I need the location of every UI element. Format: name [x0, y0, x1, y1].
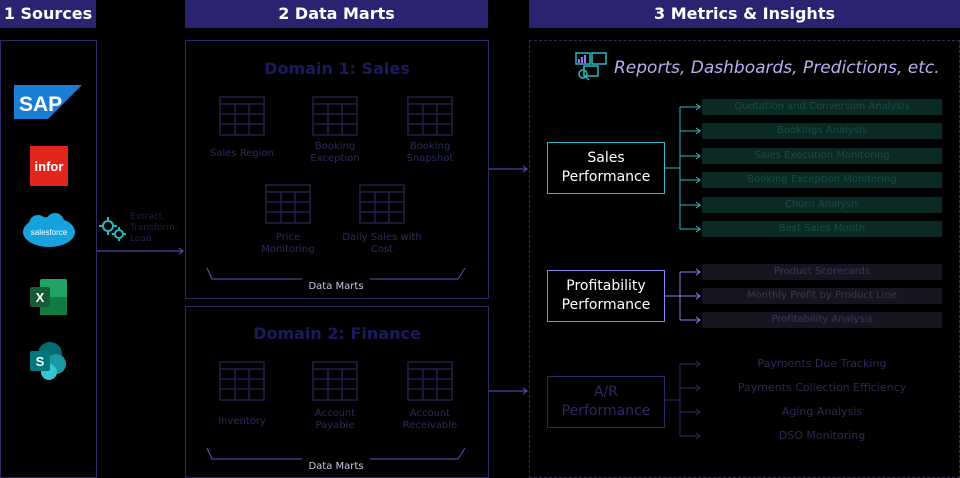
table-label: Account Receivable [402, 408, 458, 431]
domain2-title: Domain 2: Finance [253, 324, 421, 343]
data-marts-label-2: Data Marts [302, 454, 370, 473]
table-icon [219, 361, 265, 405]
table-label: Booking Snapshot [406, 141, 454, 164]
sales-metric: Best Sales Month [702, 221, 942, 237]
infor-logo-text: infor [34, 158, 64, 174]
table-label: Account Payable [314, 408, 356, 431]
table-label: Sales Region [209, 148, 275, 159]
sources-header: 1 Sources [0, 0, 96, 28]
sales-metric: Booking Exception Monitoring [702, 172, 942, 188]
sap-logo-text: SAP [19, 93, 62, 116]
table-icon [359, 184, 405, 228]
gears-icon [98, 216, 128, 242]
table-icon [312, 96, 358, 140]
sales-metric: Bookings Analysis [702, 123, 942, 139]
salesforce-logo-text: salesforce [31, 228, 68, 237]
table-label: Price Monitoring [261, 232, 315, 255]
ar-metric: Payments Collection Efficiency [737, 381, 907, 394]
table-icon [407, 361, 453, 405]
insights-title: Reports, Dashboards, Predictions, etc. [614, 58, 940, 78]
ar-performance-box: A/R Performance [547, 376, 665, 428]
profitability-metric: Product Scorecards [702, 264, 942, 280]
dashboard-icon [574, 51, 608, 83]
sharepoint-icon: S [28, 342, 68, 380]
sales-performance-box: Sales Performance [547, 142, 665, 194]
profitability-metric: Profitability Analysis [702, 312, 942, 328]
excel-icon: X [30, 278, 68, 316]
metrics-header: 3 Metrics & Insights [529, 0, 960, 28]
data-marts-label-1: Data Marts [302, 274, 370, 293]
data-marts-header: 2 Data Marts [185, 0, 488, 28]
data-marts-label-text: Data Marts [302, 281, 370, 292]
sales-metric: Quotation and Conversion Analysis [702, 99, 942, 115]
table-label: Daily Sales with Cost [342, 232, 422, 255]
domain1-panel [185, 40, 489, 299]
table-icon [265, 184, 311, 228]
ar-metric: DSO Monitoring [778, 429, 866, 442]
sales-metric: Sales Execution Monitoring [702, 148, 942, 164]
ar-metric: Payments Due Tracking [757, 357, 887, 370]
data-marts-label-text: Data Marts [302, 461, 370, 472]
table-icon [407, 96, 453, 140]
profitability-performance-box: Profitability Performance [547, 270, 665, 322]
table-label: Inventory [218, 416, 266, 427]
salesforce-logo-icon: salesforce [22, 213, 76, 249]
sales-metric: Churn Analysis [702, 197, 942, 213]
sap-logo-icon: SAP [14, 85, 82, 119]
etl-label: Extract, Transform, Load [130, 212, 178, 244]
sharepoint-icon-text: S [36, 354, 45, 369]
table-icon [219, 96, 265, 140]
profitability-metric: Monthly Profit by Product Line [702, 288, 942, 304]
excel-icon-text: X [36, 290, 45, 305]
infor-logo-icon: infor [30, 146, 68, 186]
table-icon [312, 361, 358, 405]
domain1-title: Domain 1: Sales [264, 59, 410, 78]
ar-metric: Aging Analysis [781, 405, 863, 418]
table-label: Booking Exception [310, 141, 360, 164]
